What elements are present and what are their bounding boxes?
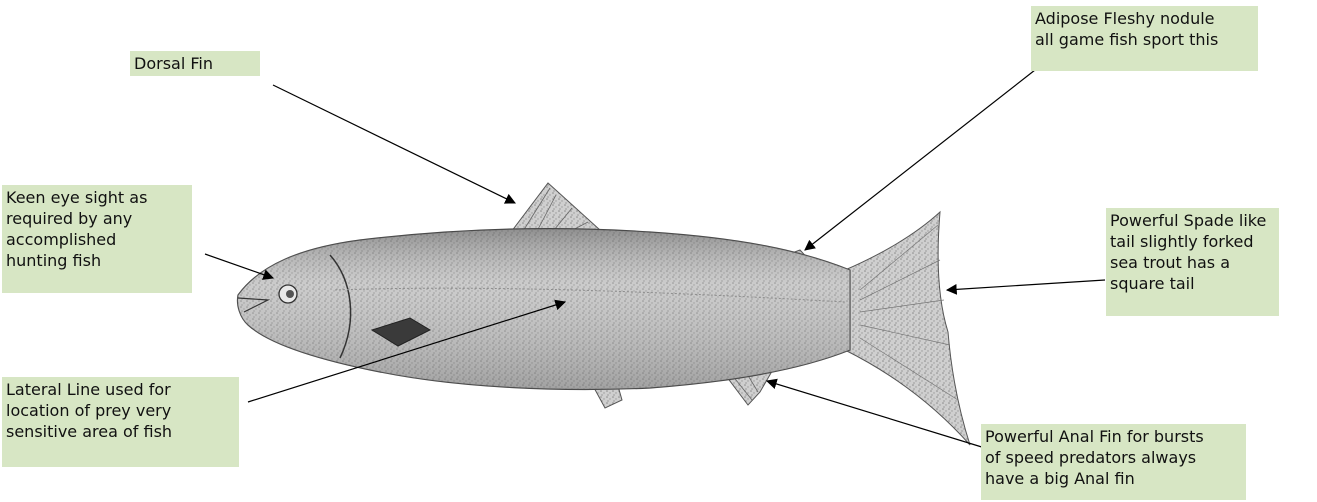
adipose-pointer [805, 70, 1035, 250]
tail-pointer [947, 280, 1105, 290]
adipose-fin-label: Adipose Fleshy nodule all game fish spor… [1031, 6, 1258, 71]
dorsal-pointer [273, 85, 515, 203]
tail-fin [845, 212, 970, 445]
anal-fin-label: Powerful Anal Fin for bursts of speed pr… [981, 424, 1246, 500]
lateral-line-label: Lateral Line used for location of prey v… [2, 377, 239, 467]
eye-pointer [205, 254, 273, 278]
tail-label: Powerful Spade like tail slightly forked… [1106, 208, 1279, 316]
eye-label: Keen eye sight as required by any accomp… [2, 185, 192, 293]
dorsal-fin-label: Dorsal Fin [130, 51, 260, 76]
